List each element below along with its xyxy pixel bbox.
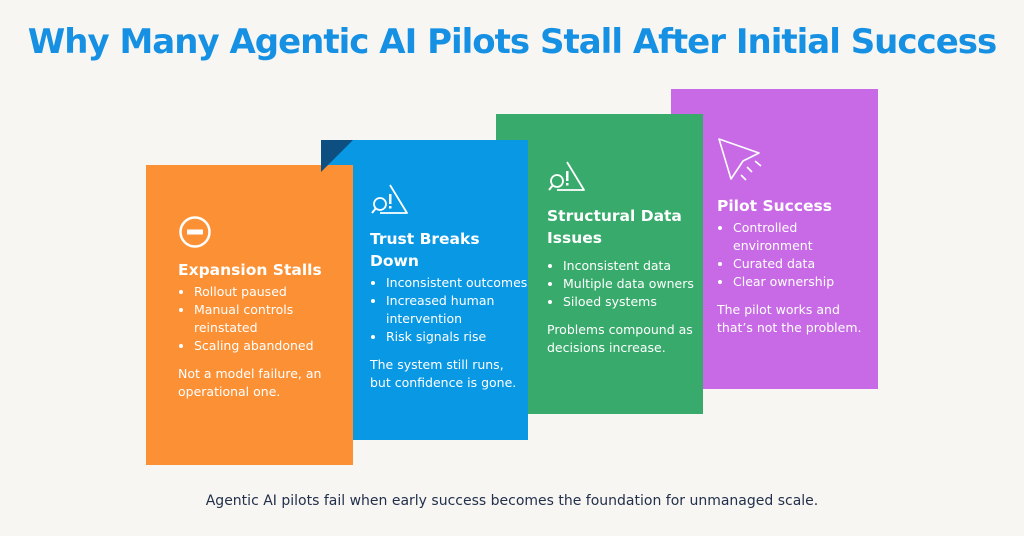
card-pilot-success: Pilot Success Controlled environmentCura…: [671, 89, 878, 389]
list-item: Scaling abandoned: [194, 337, 353, 355]
list-item: Siloed systems: [563, 293, 703, 311]
list-item: Manual controls reinstated: [194, 301, 353, 337]
list-item: Clear ownership: [733, 273, 878, 291]
card-heading: Expansion Stalls: [178, 261, 322, 279]
card-trust-breaks-down: Trust Breaks Down Inconsistent outcomesI…: [321, 140, 528, 440]
card-note: The pilot works and that’s not the probl…: [717, 302, 862, 335]
list-item: Multiple data owners: [563, 275, 703, 293]
page-title: Why Many Agentic AI Pilots Stall After I…: [27, 22, 997, 62]
card-heading: Pilot Success: [717, 197, 832, 215]
card-structural-data-issues: Structural Data Issues Inconsistent data…: [496, 114, 703, 414]
minus-circle-icon: [179, 216, 211, 248]
warning-search-icon: [371, 184, 408, 214]
list-item: Inconsistent data: [563, 257, 703, 275]
warning-search-icon: [548, 161, 585, 191]
card-heading: Structural Data Issues: [547, 207, 682, 247]
card-heading: Trust Breaks Down: [370, 230, 480, 270]
card-note: Not a model failure, an operational one.: [178, 366, 322, 399]
list-item: Curated data: [733, 255, 878, 273]
list-item: Risk signals rise: [386, 328, 528, 346]
footer-caption: Agentic AI pilots fail when early succes…: [205, 493, 819, 509]
list-item: Rollout paused: [194, 283, 353, 301]
card-expansion-stalls: Expansion Stalls Rollout pausedManual co…: [146, 165, 353, 465]
list-item: Controlled environment: [733, 219, 878, 255]
paper-plane-icon: [718, 138, 762, 181]
folded-corner: [321, 140, 353, 172]
card-note: The system still runs, but confidence is…: [370, 357, 517, 390]
card-note: Problems compound as decisions increase.: [547, 322, 693, 355]
list-item: Increased human intervention: [386, 292, 528, 328]
list-item: Inconsistent outcomes: [386, 274, 528, 292]
